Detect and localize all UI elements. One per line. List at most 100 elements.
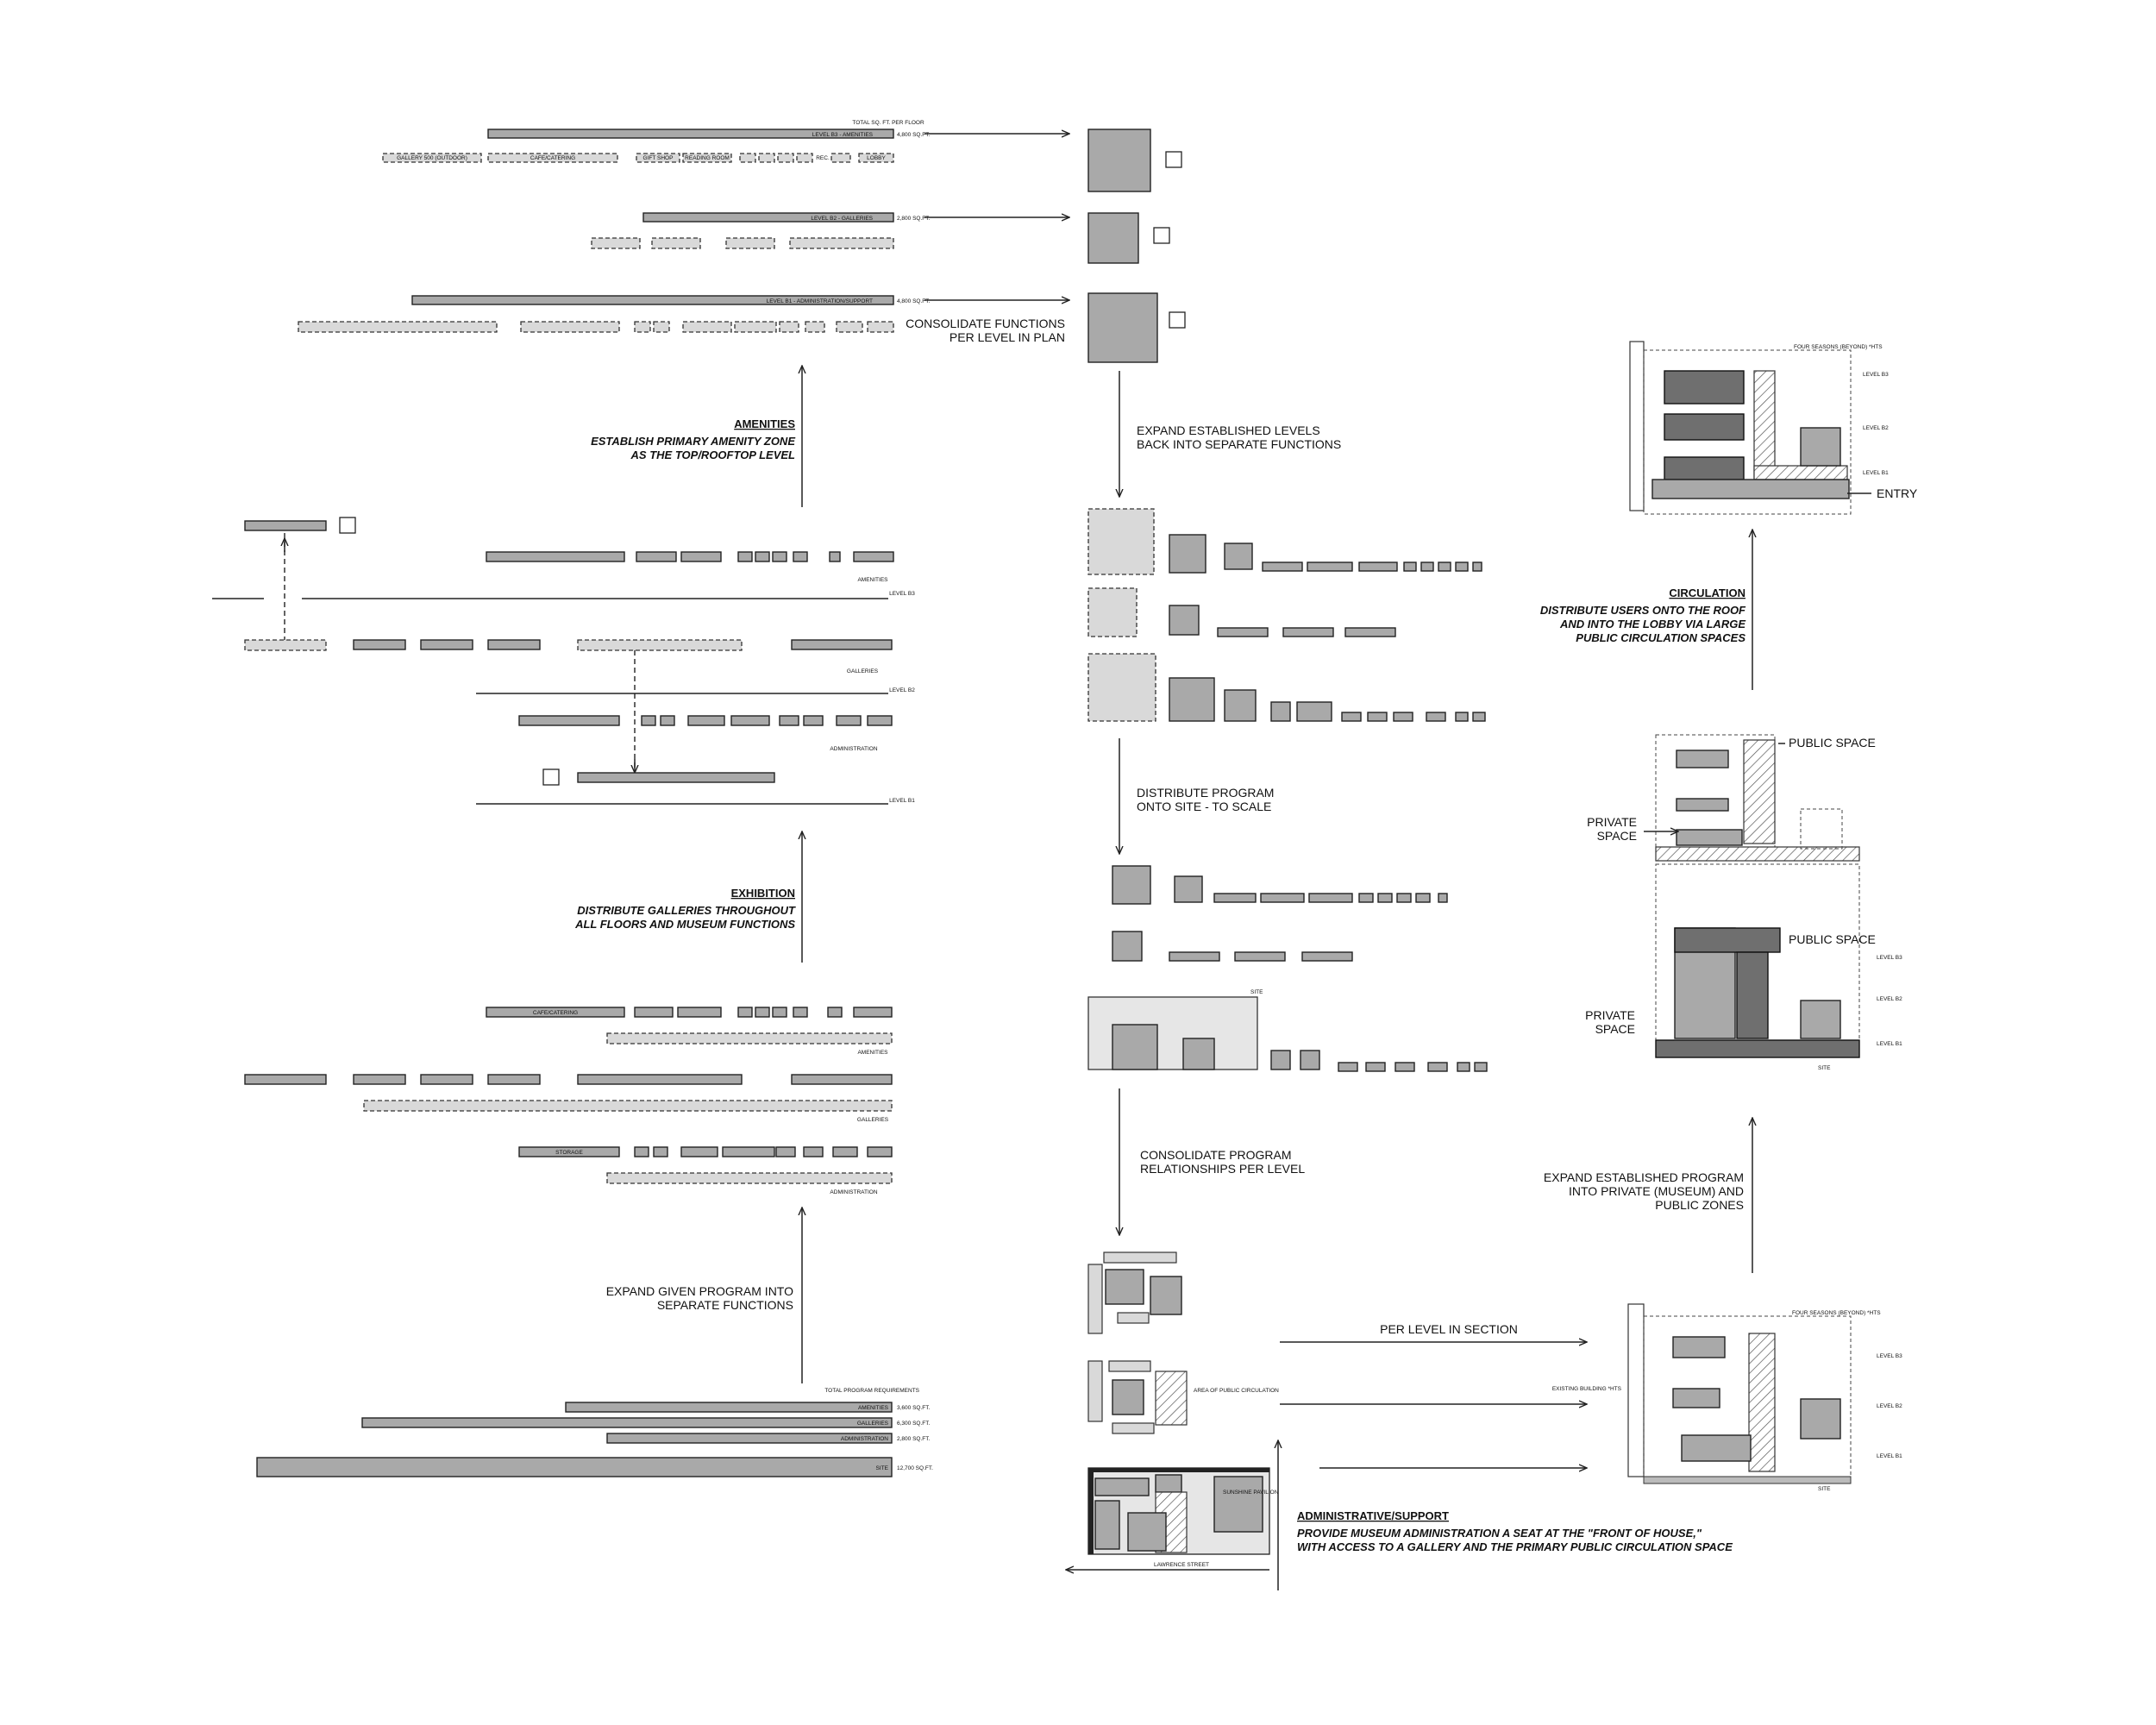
administration-tag: ADMINISTRATION [830,746,877,752]
conference-block [734,321,777,333]
wc-block [739,153,756,163]
consolidate-program-1: CONSOLIDATE PROGRAM [1140,1148,1292,1162]
private-space-label-1a: PRIVATE [1587,815,1637,829]
storage-block [520,321,620,333]
conference-bar [730,715,770,726]
level-b2-bar [642,212,894,223]
amenities-heading: AMENITIES [734,417,795,430]
public-hatch [1748,1333,1776,1472]
roof-slab [1655,846,1860,862]
block-label: STORAGE [555,1150,583,1156]
gift-bar [636,551,677,562]
program-requirements: EXPAND GIVEN PROGRAM INTO SEPARATE FUNCT… [256,1208,933,1477]
wc-bar [1455,712,1469,722]
work-square [1270,1050,1291,1070]
work-conference-block [1094,1477,1150,1496]
amenities-note-2: AS THE TOP/ROOFTOP LEVEL [630,448,796,461]
outdoor-gallery-square [1150,1276,1182,1315]
gallery-square [1112,1024,1158,1070]
level-b1-label: LEVEL B1 - ADMINISTRATION/SUPPORT [767,298,873,304]
sunshine-pavilion [1800,1000,1841,1039]
level-label: LEVEL B2 [1877,996,1902,1002]
wc-block [758,153,775,163]
gallery-block [591,237,641,249]
wc-bar [793,551,808,562]
existing-building [1627,1303,1645,1477]
expand-levels-1: EXPAND ESTABLISHED LEVELS [1137,423,1320,437]
req-sf: 3,600 SQ.FT. [897,1405,930,1411]
gallery-tag [542,768,560,786]
gallery-square [1112,1379,1144,1415]
amenities-plan-square [1087,129,1151,192]
galleries-dashed-square [1087,587,1138,637]
building-outline [1643,349,1852,515]
level-label: LEVEL B2 [1877,1403,1902,1409]
conference-square [1296,701,1332,722]
office-block [830,153,851,163]
public-top-mass [1674,927,1781,953]
req-label: SITE [876,1465,889,1471]
existing-label: EXISTING BUILDING *HTS [1552,1386,1622,1392]
gallery-block [789,237,894,249]
req-label: AMENITIES [858,1405,889,1411]
administrative-note-1: PROVIDE MUSEUM ADMINISTRATION A SEAT AT … [1297,1527,1702,1540]
lobby-bar [853,551,894,562]
gallery-strip [1087,1360,1103,1422]
outdoor-gallery-bar [244,1074,327,1085]
office-bar [1438,893,1448,903]
circulation-heading: CIRCULATION [1669,586,1745,599]
center-column: EXPAND ESTABLISHED LEVELS BACK INTO SEPA… [1066,371,1733,1590]
gallery-mass [1672,1388,1720,1408]
expand-given-1: EXPAND GIVEN PROGRAM INTO [606,1284,793,1298]
reading-strip [1087,1264,1103,1334]
work-block [682,321,732,333]
sunshine-pavilion [1800,1398,1841,1440]
outdoor-gallery-bar [244,520,327,531]
wc-block [777,153,794,163]
level-b1-sf: 4,800 SQ.FT. [897,298,930,304]
office-bar [829,551,841,562]
site-req-bar [256,1457,893,1477]
reading-block [682,153,732,163]
conference-square [1300,1050,1320,1070]
private-space-label-2a: PRIVATE [1585,1008,1635,1022]
gallery-block [244,639,327,651]
gallery-mass [1676,798,1729,812]
outdoor-gallery-square [1174,875,1203,903]
site-base [1655,1039,1860,1058]
gallery-square [1169,677,1215,722]
admin-mass [1681,1434,1752,1462]
office-bar [836,715,862,726]
site-label: SITE [1818,1065,1831,1071]
distribute-2: ONTO SITE - TO SCALE [1137,800,1271,813]
wc-strip [1117,1312,1150,1324]
right-column: FOUR SEASONS (BEYOND) *HTS ENTRY LEVEL B… [1540,341,1918,1492]
galleries-tag: GALLERIES [847,668,879,674]
site-wall [1088,1468,1269,1472]
wc-bar [793,1007,808,1018]
private-space-label-1b: SPACE [1597,829,1637,843]
gallery-400-bar [420,1074,473,1085]
block-label: GALLERY 500 (OUTDOOR) [397,155,467,161]
amenities-zone [606,1032,893,1044]
wc-bar [755,1007,770,1018]
expand-program-2: INTO PRIVATE (MUSEUM) AND [1569,1184,1744,1198]
site-label: SITE [1250,989,1263,995]
gallery-300-bar [353,639,406,650]
gallery-square [1112,931,1143,962]
level-b2-sf: 2,800 SQ.FT. [897,216,930,222]
gallery-block [577,639,743,651]
amenities-level-mass [1664,370,1745,405]
lobby-bar [1358,561,1398,572]
office-block [779,321,799,333]
gallery-square [1169,605,1200,636]
req-sf: 12,700 SQ.FT. [897,1465,933,1471]
office-bar [1365,1062,1386,1072]
wc-bar [755,551,770,562]
wc-block [796,153,813,163]
exhibition-note-1: DISTRIBUTE GALLERIES THROUGHOUT [577,904,796,917]
circulation-note-1: DISTRIBUTE USERS ONTO THE ROOF [1540,604,1746,617]
gallery-200-bar [487,1074,541,1085]
